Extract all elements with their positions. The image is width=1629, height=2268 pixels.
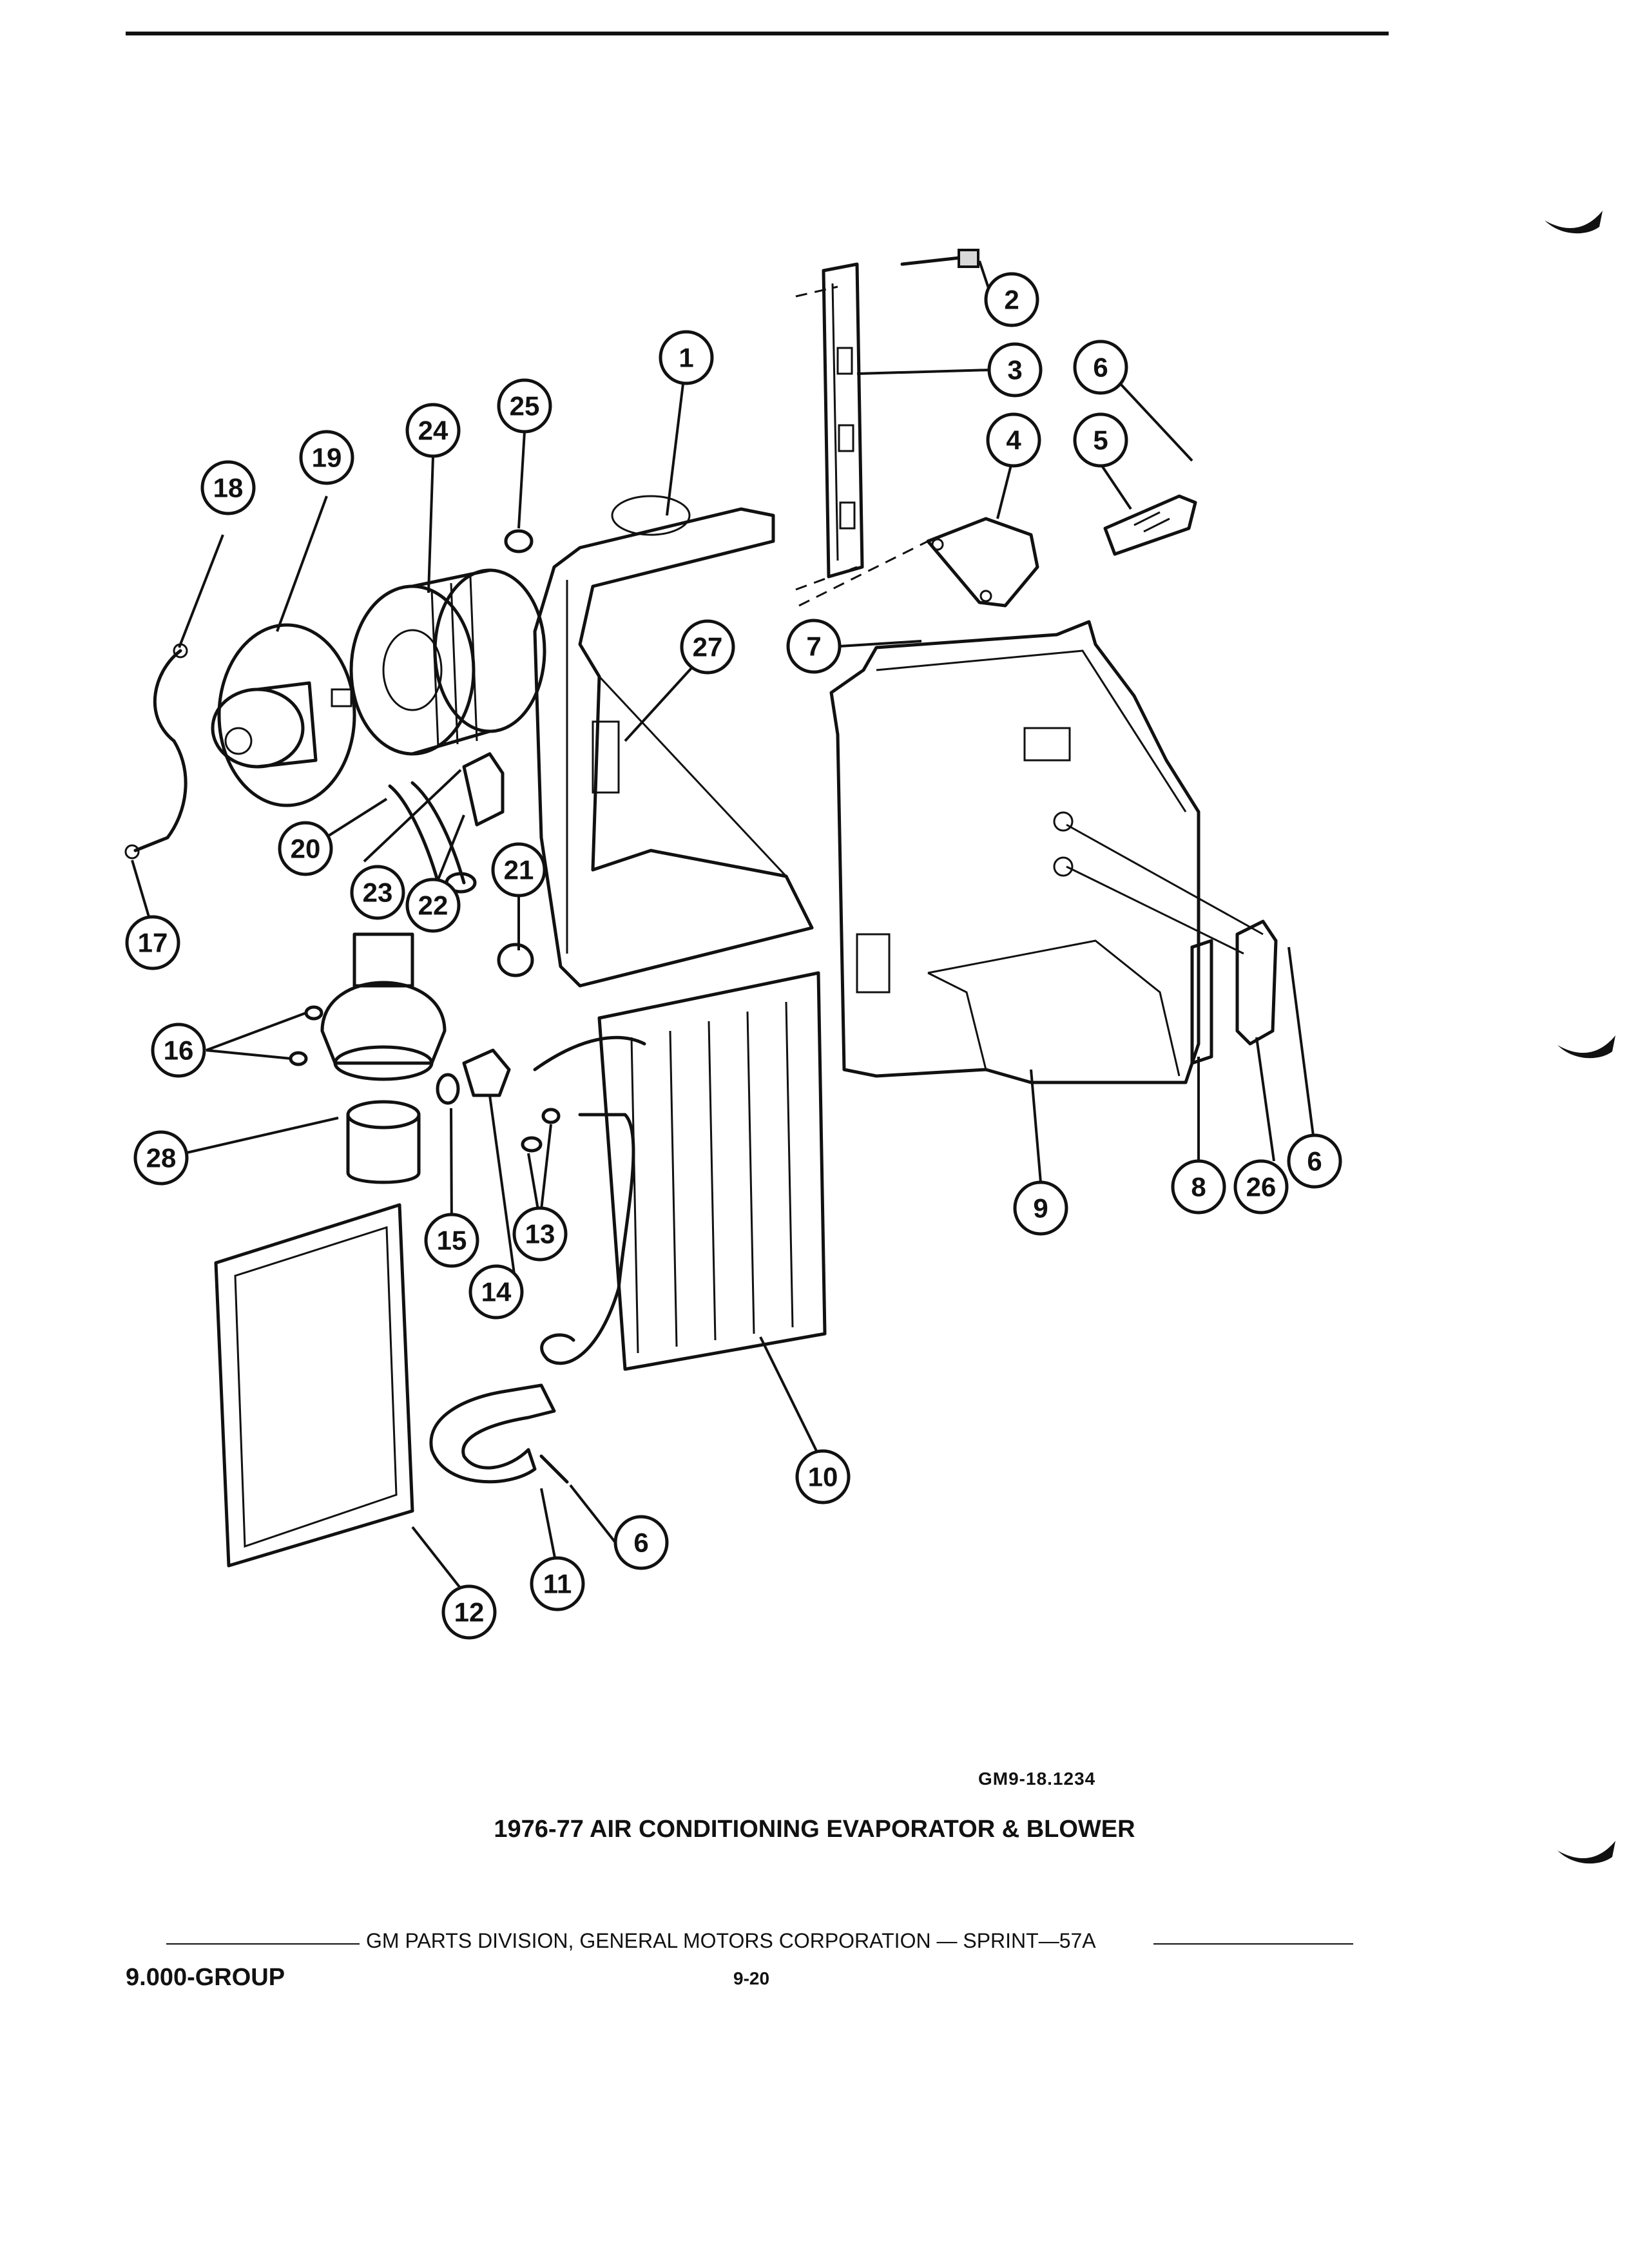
svg-text:13: 13	[525, 1219, 555, 1249]
svg-text:22: 22	[418, 890, 448, 921]
callout-26: 26	[1233, 1159, 1289, 1215]
svg-text:19: 19	[312, 443, 342, 473]
callout-28: 28	[133, 1130, 189, 1186]
svg-text:18: 18	[213, 473, 244, 503]
callout-5: 5	[1073, 412, 1128, 468]
svg-text:6: 6	[1307, 1146, 1322, 1177]
part-filter-frame	[214, 1203, 414, 1568]
callout-12: 12	[441, 1584, 497, 1640]
binder-mark-1	[1545, 211, 1603, 234]
svg-text:16: 16	[164, 1035, 194, 1066]
callout-18: 18	[200, 460, 256, 515]
callout-10: 10	[795, 1449, 851, 1504]
part-bracket-plate	[798, 517, 1039, 608]
svg-text:2: 2	[1004, 285, 1019, 315]
part-o-ring-15	[436, 1073, 460, 1105]
part-nut	[504, 529, 534, 553]
svg-text:21: 21	[504, 855, 534, 885]
callout-1: 1	[659, 330, 714, 385]
callout-7: 7	[786, 619, 842, 674]
part-evaporator-core	[533, 971, 827, 1371]
svg-text:9: 9	[1033, 1193, 1048, 1224]
callout-9: 9	[1013, 1180, 1068, 1236]
part-ground-wire	[124, 643, 188, 860]
callout-6-right: 6	[1287, 1133, 1342, 1189]
svg-text:3: 3	[1007, 355, 1022, 385]
part-resistor	[1103, 494, 1197, 556]
svg-text:14: 14	[481, 1277, 512, 1307]
svg-text:11: 11	[543, 1569, 572, 1599]
figure-reference: GM9-18.1234	[978, 1769, 1096, 1789]
svg-text:15: 15	[437, 1225, 467, 1256]
svg-text:24: 24	[418, 416, 448, 446]
footer-rule-right	[1153, 1943, 1353, 1945]
part-o-ring-16b	[289, 1051, 308, 1066]
svg-text:6: 6	[1093, 352, 1108, 383]
callout-22: 22	[405, 878, 461, 933]
part-bracket-strip	[795, 262, 864, 591]
svg-text:23: 23	[363, 878, 393, 908]
part-o-ring-13a	[521, 1136, 543, 1153]
svg-text:12: 12	[454, 1597, 485, 1628]
svg-text:8: 8	[1191, 1172, 1206, 1202]
svg-text:20: 20	[291, 834, 321, 864]
svg-text:6: 6	[633, 1528, 648, 1558]
svg-text:28: 28	[146, 1143, 177, 1173]
callout-20: 20	[278, 821, 333, 876]
part-accumulator	[320, 932, 447, 1184]
binder-mark-2	[1557, 1035, 1615, 1059]
callout-16: 16	[151, 1023, 206, 1078]
callout-6-bottom: 6	[613, 1515, 669, 1570]
part-strap-clamp	[429, 1383, 569, 1484]
svg-text:25: 25	[510, 391, 540, 421]
binder-mark-3	[1557, 1841, 1615, 1864]
callout-19: 19	[299, 430, 354, 485]
svg-text:7: 7	[806, 631, 821, 662]
svg-text:4: 4	[1006, 425, 1021, 456]
part-blower-frame	[533, 495, 814, 988]
svg-text:27: 27	[693, 632, 723, 662]
callout-3: 3	[987, 342, 1043, 398]
svg-text:1: 1	[679, 343, 693, 373]
part-o-ring-13b	[541, 1108, 561, 1124]
top-rule	[126, 32, 1389, 35]
page-number: 9-20	[733, 1968, 770, 1988]
callout-23: 23	[350, 865, 405, 920]
svg-text:10: 10	[808, 1462, 838, 1492]
part-fitting-14	[462, 1048, 511, 1097]
svg-text:26: 26	[1246, 1172, 1277, 1202]
callout-27: 27	[680, 619, 735, 675]
part-seal-and-bracket	[1066, 823, 1278, 1065]
figure-caption: 1976-77 AIR CONDITIONING EVAPORATOR & BL…	[494, 1816, 1135, 1843]
callout-24: 24	[405, 403, 461, 458]
part-screw-2	[900, 249, 979, 268]
svg-text:5: 5	[1093, 425, 1108, 456]
callout-15: 15	[424, 1213, 479, 1268]
callout-8: 8	[1171, 1159, 1226, 1215]
svg-text:17: 17	[138, 928, 168, 958]
callout-2: 2	[984, 272, 1039, 327]
part-grommet	[497, 943, 534, 977]
group-label: 9.000-GROUP	[126, 1964, 285, 1991]
footer-publisher: GM PARTS DIVISION, GENERAL MOTORS CORPOR…	[366, 1929, 1096, 1952]
callout-17: 17	[125, 915, 180, 970]
callout-25: 25	[497, 378, 552, 434]
callout-21: 21	[491, 842, 546, 898]
part-evaporator-case	[829, 620, 1200, 1084]
callout-13: 13	[512, 1206, 568, 1262]
callout-6-top: 6	[1073, 340, 1128, 395]
callout-4: 4	[986, 412, 1041, 468]
callout-14: 14	[468, 1264, 524, 1320]
part-blower-motor	[211, 623, 356, 807]
callout-11: 11	[530, 1556, 585, 1611]
part-blower-wheel	[349, 568, 546, 756]
footer-rule-left	[166, 1943, 360, 1945]
part-o-ring-16a	[304, 1005, 323, 1021]
